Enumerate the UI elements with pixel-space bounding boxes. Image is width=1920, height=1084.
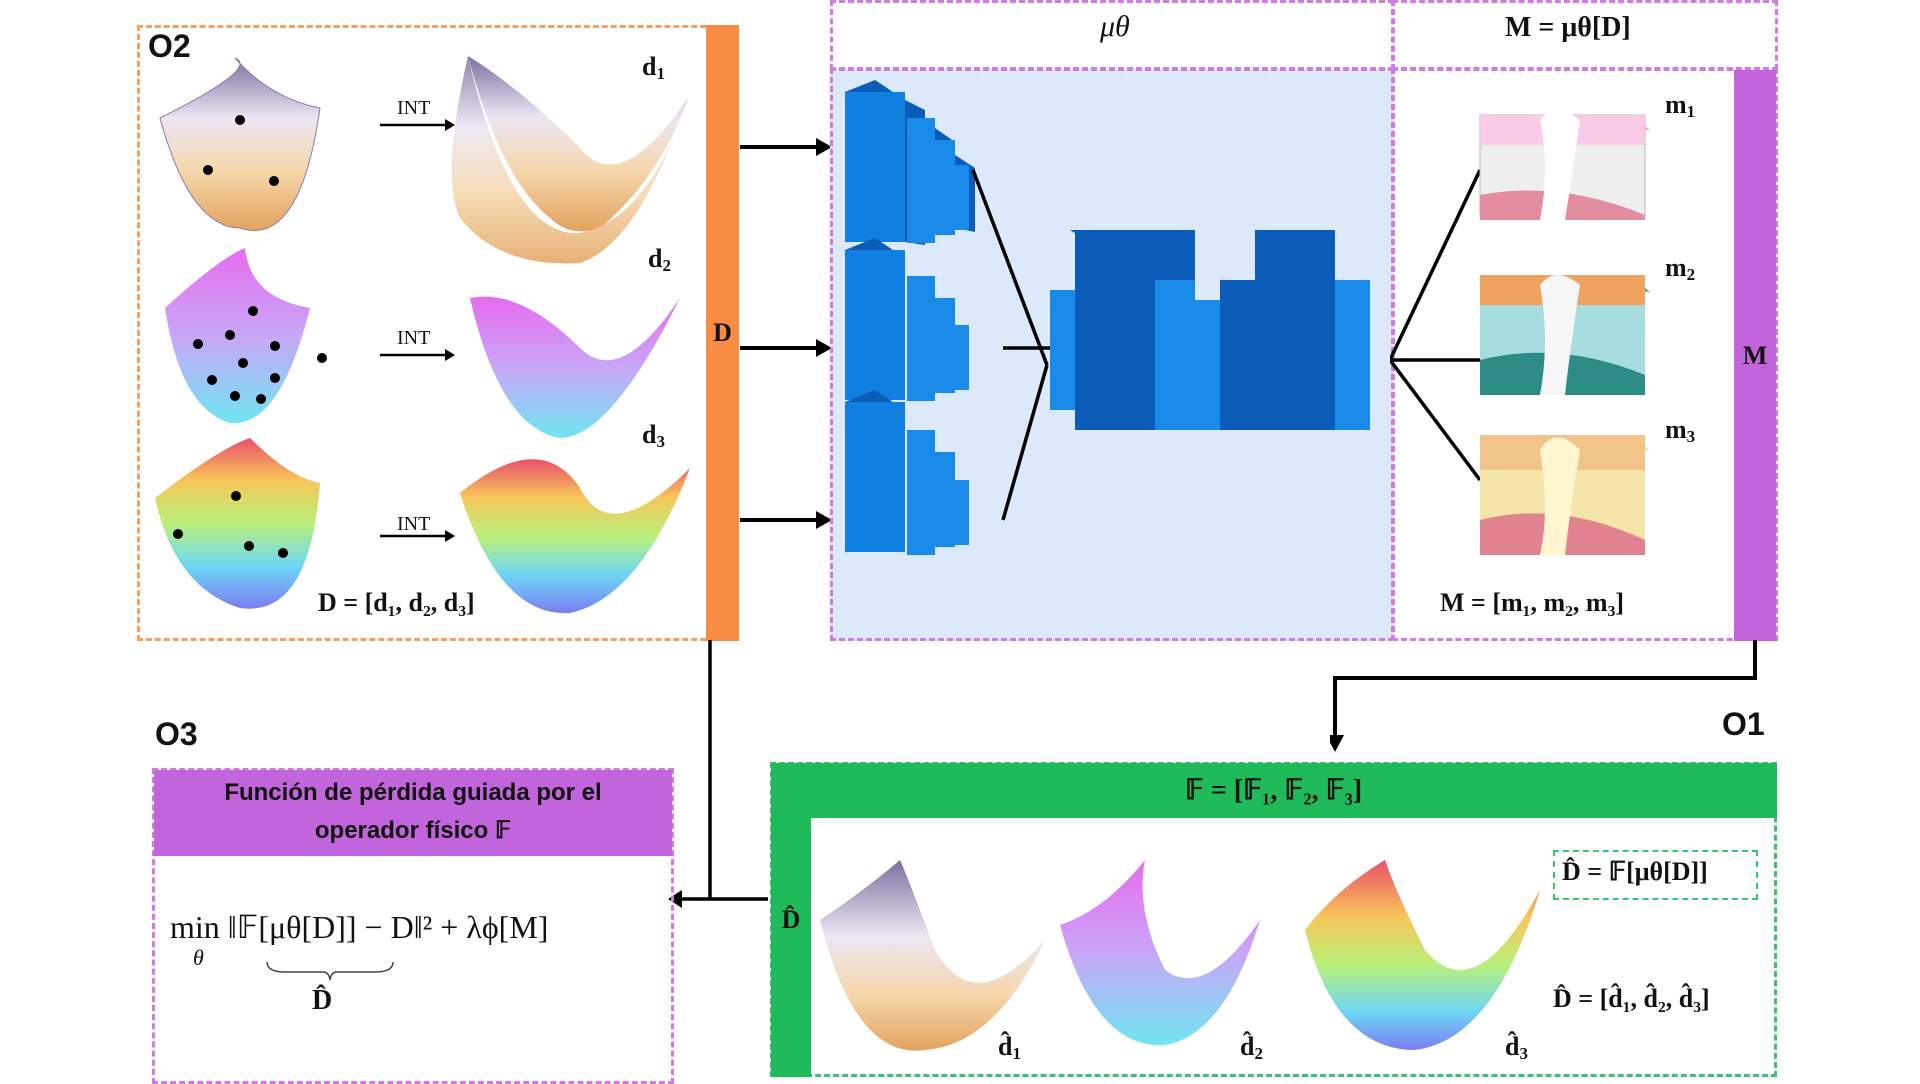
loss-title-line1: Función de pérdida guiada por el — [224, 779, 602, 806]
surface-d1-interp — [468, 56, 688, 232]
Dhat-definition: D̂ = [d̂₁, d̂₂, d̂₃] — [1553, 984, 1710, 1013]
loss-min-sub: θ — [193, 945, 204, 970]
int-label-3: INT — [397, 513, 431, 535]
M-equation: M = μθ[D] — [1505, 12, 1631, 43]
surface-dhat2 — [1060, 860, 1260, 1046]
cnn-diagram — [845, 80, 1370, 555]
surface-dhat1 — [820, 860, 1045, 1051]
loss-formula: min ‖𝔽[μθ[D]] − D‖² + λϕ[M] — [170, 909, 549, 945]
int-label-1: INT — [397, 97, 431, 119]
o2-label: O2 — [148, 28, 191, 64]
surface-dhat3 — [1305, 860, 1540, 1050]
label-m2: m2 — [1665, 253, 1696, 284]
arrow-to-loss — [668, 890, 768, 908]
label-m1: m1 — [1665, 90, 1696, 121]
surface-d3-scattered — [155, 438, 320, 609]
D-definition: D = [d₁, d₂, d₃] — [318, 588, 475, 617]
loss-title-line2: operador físico 𝔽 — [314, 817, 512, 844]
loss-title: Función de pérdida guiada por el operado… — [154, 770, 672, 856]
surface-d2-interp — [470, 296, 680, 438]
arrow-D-to-loss — [708, 640, 712, 898]
F-definition: 𝔽 = [𝔽₁, 𝔽₂, 𝔽₃] — [1185, 775, 1363, 806]
arrow-M-to-O1 — [1330, 640, 1757, 752]
loss-underbrace — [266, 961, 394, 981]
M-models — [1390, 110, 1650, 555]
label-d2: d2 — [648, 244, 671, 275]
Dhat-equation: D̂ = 𝔽[μθ[D]] — [1562, 857, 1708, 886]
arrows-to-network — [740, 138, 832, 529]
surface-d3-interp — [460, 459, 690, 614]
int-label-2: INT — [397, 327, 431, 349]
label-dhat2: d̂2 — [1240, 1032, 1263, 1063]
Dhat-bar: D̂ — [771, 763, 811, 1077]
o3-label: O3 — [155, 716, 198, 752]
label-d1: d1 — [642, 52, 665, 83]
label-dhat1: d̂1 — [998, 1032, 1021, 1063]
Dhat-equation-box — [1553, 850, 1758, 900]
o1-surfaces — [820, 860, 1540, 1051]
D-bar: D — [706, 25, 739, 641]
M-definition: M = [m₁, m₂, m₃] — [1440, 588, 1625, 617]
o1-label: O1 — [1722, 706, 1765, 742]
loss-underbrace-label: D̂ — [312, 985, 333, 1016]
label-dhat3: d̂3 — [1505, 1032, 1528, 1063]
F-header — [771, 763, 1777, 818]
label-m3: m3 — [1665, 415, 1696, 446]
M-bar: M — [1734, 70, 1776, 641]
surface-d1-scattered — [159, 57, 321, 231]
label-d3: d3 — [642, 420, 665, 451]
o2-surfaces — [155, 56, 690, 614]
mu-theta-label: μθ — [1100, 10, 1130, 43]
